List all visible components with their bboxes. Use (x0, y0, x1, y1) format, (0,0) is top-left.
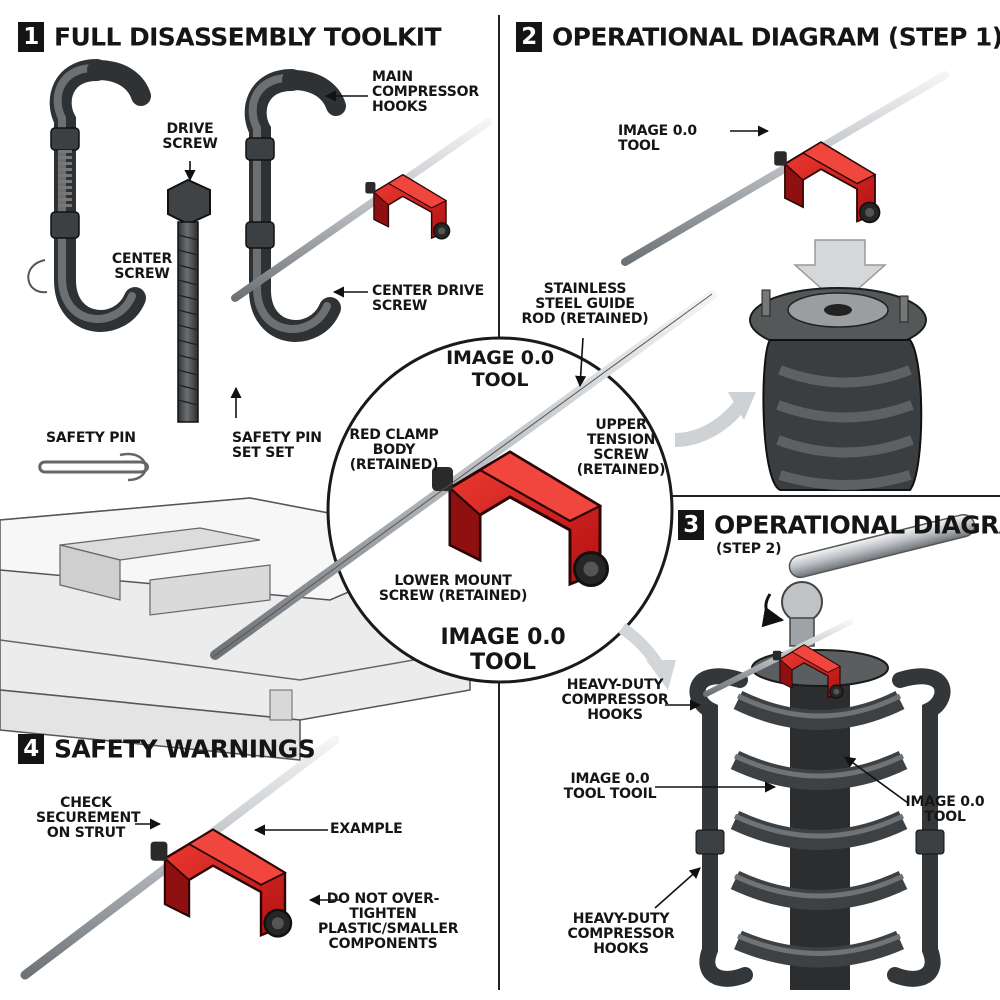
toolkit-rod-and-clamp (231, 118, 492, 302)
label-safety-pin: SAFETY PIN (46, 430, 136, 446)
section-1-number: 1 (18, 22, 44, 52)
label-step2-hooks-lower: HEAVY-DUTY COMPRESSOR HOOKS (567, 911, 675, 958)
safety-pin-illustration (38, 452, 149, 482)
step1-down-arrow (793, 239, 887, 307)
section-3-title: OPERATIONAL DIAGRAM (714, 510, 1000, 540)
center-detail-callout (210, 290, 717, 684)
right-compressor-hook (246, 78, 336, 331)
step2-strut-spring (730, 649, 908, 990)
label-center-screw: CENTER SCREW (111, 251, 173, 283)
curved-arrow-to-strut (674, 392, 756, 447)
label-main-compressor-hooks: MAIN COMPRESSOR HOOKS (372, 69, 479, 116)
step2-compressor-hooks (689, 668, 951, 987)
section-3-subtitle: (STEP 2) (716, 541, 782, 557)
section-4-heading: 4 SAFETY WARNINGS (18, 734, 316, 764)
section-3-heading: 3 OPERATIONAL DIAGRAM (678, 510, 1000, 540)
curved-arrow-to-step2 (618, 623, 676, 690)
workbench-illustration (0, 497, 473, 761)
label-center-drive-screw: CENTER DRIVE SCREW (372, 283, 484, 315)
strut-mount-illustration (749, 287, 927, 491)
label-guide-rod: STAINLESS STEEL GUIDE ROD (RETAINED) (521, 281, 649, 328)
label-safety-pin-set: SAFETY PIN SET SET (232, 430, 322, 462)
label-drive-screw: DRIVE SCREW (162, 121, 218, 153)
section-4-title: SAFETY WARNINGS (54, 734, 316, 764)
label-example: EXAMPLE (330, 821, 403, 837)
step2-tool (703, 619, 853, 699)
label-upper-tension-screw: UPPER TENSION SCREW (RETAINED) (576, 417, 666, 479)
label-center-bottom-tool: IMAGE 0.0 TOOL (440, 625, 566, 676)
label-lower-mount-screw: LOWER MOUNT SCREW (RETAINED) (378, 573, 528, 605)
step2-ratchet (761, 513, 976, 647)
label-step1-tool: IMAGE 0.0 TOOL (618, 123, 697, 155)
label-step2-tool-right: IMAGE 0.0 TOOL (905, 794, 985, 826)
warning-tool (20, 735, 340, 980)
section-3-number: 3 (678, 510, 704, 540)
label-check-securement: CHECK SECUREMENT ON STRUT (36, 795, 141, 842)
section-1-heading: 1 FULL DISASSEMBLY TOOLKIT (18, 22, 442, 52)
drive-screw-illustration (167, 178, 211, 423)
section-2-title: OPERATIONAL DIAGRAM (STEP 1) (552, 22, 1000, 52)
section-2-heading: 2 OPERATIONAL DIAGRAM (STEP 1) (516, 22, 1000, 52)
label-do-not-over-tighten: DO NOT OVER-TIGHTEN PLASTIC/SMALLER COMP… (318, 891, 459, 953)
label-step2-tool-left: IMAGE 0.0 TOOL TOOIL (563, 771, 657, 803)
left-compressor-hook (27, 68, 141, 321)
step1-tool (621, 71, 949, 266)
label-center-top-tool: IMAGE 0.0 TOOL (446, 347, 554, 391)
section-4-number: 4 (18, 734, 44, 764)
section-1-title: FULL DISASSEMBLY TOOLKIT (54, 22, 442, 52)
label-step2-hooks-upper: HEAVY-DUTY COMPRESSOR HOOKS (561, 677, 669, 724)
label-red-clamp-body: RED CLAMP BODY (RETAINED) (349, 427, 439, 474)
section-2-number: 2 (516, 22, 542, 52)
